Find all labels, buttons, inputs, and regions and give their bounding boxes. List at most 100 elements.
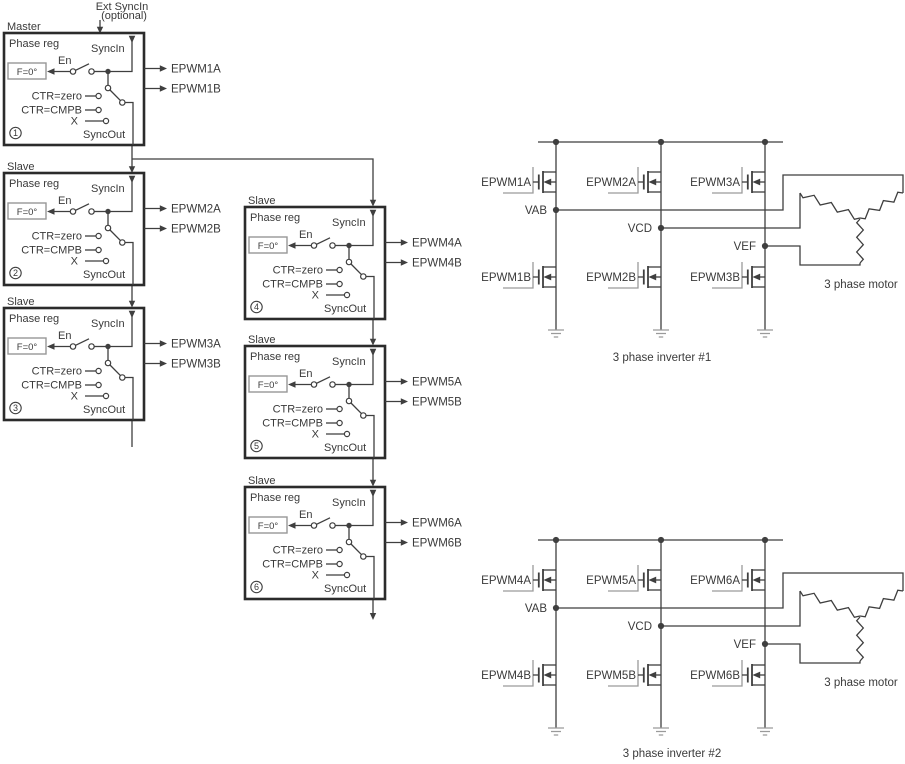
module-role-label: Slave xyxy=(7,296,35,308)
x-input-label: X xyxy=(71,256,79,268)
phase-node-label: VAB xyxy=(525,603,547,615)
ctr-cmpb-label: CTR=CMPB xyxy=(21,105,82,117)
module-number: 6 xyxy=(254,582,259,592)
module-number: 4 xyxy=(254,302,259,312)
phase-reg-label: Phase reg xyxy=(9,38,59,50)
ctr-cmpb-label: CTR=CMPB xyxy=(21,245,82,257)
inverter-caption: 3 phase inverter #1 xyxy=(613,352,711,364)
syncin-label: SyncIn xyxy=(91,318,125,330)
pwm-module-5-slave: Slave Phase reg SyncIn En F=0° CTR=zero … xyxy=(243,334,462,460)
output-epwm-b: EPWM1B xyxy=(171,84,221,96)
ctr-cmpb-label: CTR=CMPB xyxy=(262,279,323,291)
ctr-zero-label: CTR=zero xyxy=(32,366,82,378)
fet-gate-label: EPWM2A xyxy=(586,177,636,189)
en-label: En xyxy=(58,330,71,342)
module-role-label: Master xyxy=(7,21,41,33)
fet-gate-label: EPWM5A xyxy=(586,575,636,587)
ctr-cmpb-label: CTR=CMPB xyxy=(262,559,323,571)
phase-node-label: VEF xyxy=(734,639,756,651)
en-label: En xyxy=(58,195,71,207)
phase-value: F=0° xyxy=(258,241,279,252)
module-role-label: Slave xyxy=(248,195,276,207)
ctr-cmpb-label: CTR=CMPB xyxy=(262,418,323,430)
ctr-zero-label: CTR=zero xyxy=(273,404,323,416)
output-epwm-b: EPWM4B xyxy=(412,258,462,270)
module-role-label: Slave xyxy=(248,334,276,346)
syncout-label: SyncOut xyxy=(324,442,366,454)
pwm-module-3-slave: Slave Phase reg SyncIn En F=0° CTR=zero … xyxy=(2,296,221,422)
fet-gate-label: EPWM3A xyxy=(690,177,740,189)
phase-node-label: VCD xyxy=(628,621,652,633)
fet-gate-label: EPWM2B xyxy=(586,272,636,284)
en-label: En xyxy=(58,55,71,67)
phase-value: F=0° xyxy=(17,342,38,353)
syncout-label: SyncOut xyxy=(83,404,125,416)
phase-node-label: VEF xyxy=(734,241,756,253)
phase-value: F=0° xyxy=(258,380,279,391)
en-label: En xyxy=(299,368,312,380)
fet-gate-label: EPWM4B xyxy=(481,670,531,682)
ctr-cmpb-label: CTR=CMPB xyxy=(21,380,82,392)
ctr-zero-label: CTR=zero xyxy=(273,545,323,557)
inverter-caption: 3 phase inverter #2 xyxy=(623,748,721,760)
fet-gate-label: EPWM1A xyxy=(481,177,531,189)
inverter-graphics xyxy=(503,537,903,735)
x-input-label: X xyxy=(312,429,320,441)
phase-reg-label: Phase reg xyxy=(250,212,300,224)
output-epwm-a: EPWM2A xyxy=(171,204,221,216)
output-epwm-a: EPWM6A xyxy=(412,518,462,530)
fet-gate-label: EPWM6A xyxy=(690,575,740,587)
syncout-label: SyncOut xyxy=(83,269,125,281)
output-epwm-a: EPWM4A xyxy=(412,238,462,250)
pwm-module-2-slave: Slave Phase reg SyncIn En F=0° CTR=zero … xyxy=(2,161,221,287)
x-input-label: X xyxy=(312,290,320,302)
ctr-zero-label: CTR=zero xyxy=(32,91,82,103)
x-input-label: X xyxy=(71,391,79,403)
ext-syncin-caption: Ext SyncIn (optional) xyxy=(96,1,149,22)
output-epwm-b: EPWM2B xyxy=(171,224,221,236)
output-epwm-a: EPWM3A xyxy=(171,339,221,351)
output-epwm-a: EPWM5A xyxy=(412,377,462,389)
phase-reg-label: Phase reg xyxy=(9,313,59,325)
phase-reg-label: Phase reg xyxy=(250,492,300,504)
x-input-label: X xyxy=(312,570,320,582)
fet-gate-label: EPWM4A xyxy=(481,575,531,587)
syncin-label: SyncIn xyxy=(332,356,366,368)
ext-syncin-label: Ext SyncIn xyxy=(96,1,149,13)
three-phase-inverter-2: EPWM4A EPWM5A EPWM6A EPWM4B EPWM5B EPWM6… xyxy=(481,537,903,760)
fet-gate-label: EPWM5B xyxy=(586,670,636,682)
ext-syncin-optional-label: (optional) xyxy=(101,10,147,22)
ctr-zero-label: CTR=zero xyxy=(32,231,82,243)
phase-node-label: VAB xyxy=(525,205,547,217)
module-number: 2 xyxy=(13,268,18,278)
module-number: 5 xyxy=(254,441,259,451)
pwm-module-6-slave: Slave Phase reg SyncIn En F=0° CTR=zero … xyxy=(243,475,462,601)
module-number: 1 xyxy=(13,128,18,138)
syncin-label: SyncIn xyxy=(332,497,366,509)
syncout-label: SyncOut xyxy=(324,583,366,595)
phase-node-label: VCD xyxy=(628,223,652,235)
sync-wiring xyxy=(96,20,377,620)
motor-label: 3 phase motor xyxy=(824,279,898,291)
en-label: En xyxy=(299,229,312,241)
module-role-label: Slave xyxy=(7,161,35,173)
syncout-label: SyncOut xyxy=(83,129,125,141)
output-epwm-b: EPWM3B xyxy=(171,359,221,371)
ctr-zero-label: CTR=zero xyxy=(273,265,323,277)
output-epwm-b: EPWM6B xyxy=(412,538,462,550)
syncout-label: SyncOut xyxy=(324,303,366,315)
phase-value: F=0° xyxy=(17,67,38,78)
phase-value: F=0° xyxy=(17,207,38,218)
en-label: En xyxy=(299,509,312,521)
output-epwm-a: EPWM1A xyxy=(171,64,221,76)
x-input-label: X xyxy=(71,116,79,128)
phase-value: F=0° xyxy=(258,521,279,532)
motor-label: 3 phase motor xyxy=(824,677,898,689)
phase-reg-label: Phase reg xyxy=(9,178,59,190)
module-role-label: Slave xyxy=(248,475,276,487)
syncin-label: SyncIn xyxy=(91,43,125,55)
fet-gate-label: EPWM3B xyxy=(690,272,740,284)
fet-gate-label: EPWM6B xyxy=(690,670,740,682)
